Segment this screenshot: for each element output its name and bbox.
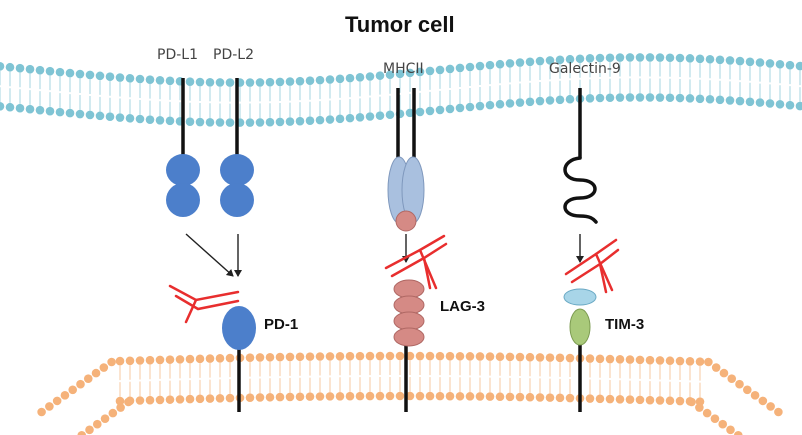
arrow-pd-l1-to-pd-1 [185, 233, 234, 277]
lag-3-receptor [393, 279, 425, 412]
anti-lag-3-antibody [384, 234, 448, 290]
pd-l2-label: PD-L2 [213, 47, 254, 63]
pd-l2-ligand [220, 78, 254, 217]
galectin-9-label: Galectin-9 [549, 61, 621, 77]
anti-tim-3-antibody [564, 238, 620, 294]
pd-1-receptor [222, 306, 256, 412]
mhcii-label: MHCII [383, 61, 424, 77]
tim-3-label: TIM-3 [605, 316, 645, 333]
mhcii-ligand [387, 88, 425, 232]
pd-l1-ligand [166, 78, 200, 217]
galectin-9-ligand [563, 88, 598, 224]
t-cell-membrane [37, 351, 783, 435]
pd-1-label: PD-1 [264, 316, 299, 333]
anti-pd-1-antibody [168, 284, 240, 324]
pd-l1-label: PD-L1 [157, 47, 198, 63]
tumor-cell-membrane [0, 53, 802, 127]
tumor-cell-title: Tumor cell [345, 12, 455, 37]
lag-3-label: LAG-3 [440, 298, 485, 315]
tim-3-receptor [563, 288, 597, 412]
